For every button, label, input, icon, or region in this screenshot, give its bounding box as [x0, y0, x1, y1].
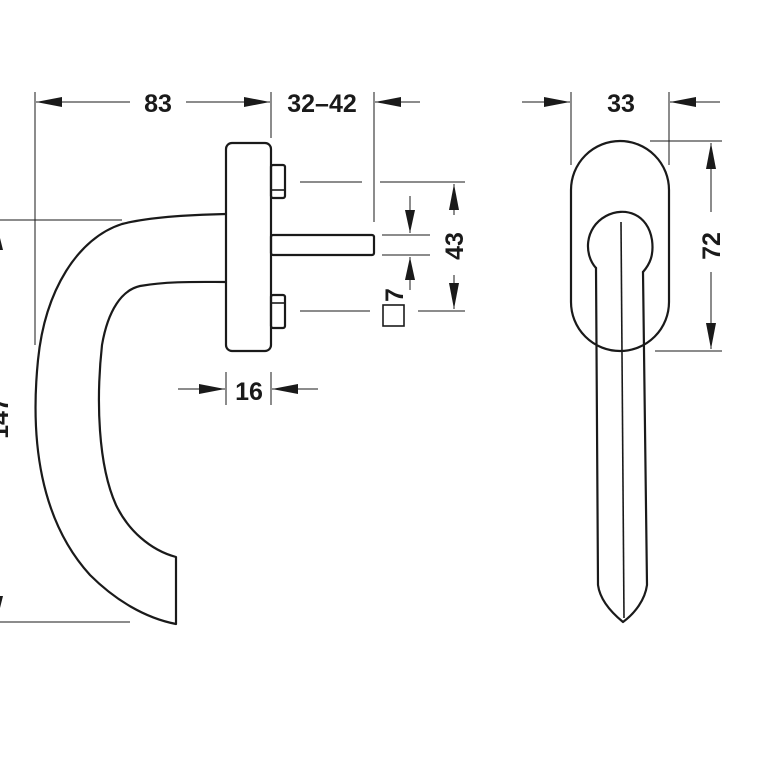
label-16: 16	[235, 378, 263, 406]
lever-hub	[586, 210, 654, 274]
label-7: 7	[381, 288, 409, 302]
handle-lever-front	[594, 266, 649, 624]
dimension-72: 72	[650, 140, 726, 352]
dimension-square-7: 7	[381, 196, 430, 327]
side-view	[34, 141, 376, 626]
label-72: 72	[698, 232, 726, 260]
dimension-83: 83	[34, 90, 272, 345]
label-33: 33	[607, 90, 635, 118]
rosette-plate-side	[224, 141, 273, 353]
square-spindle	[269, 233, 376, 257]
square-symbol-icon	[382, 304, 405, 327]
label-83: 83	[144, 90, 172, 118]
lever-highlight	[620, 221, 625, 619]
dimension-16: 16	[178, 372, 318, 406]
dimension-147: 147	[0, 219, 130, 623]
front-view	[569, 139, 671, 624]
screw-top	[269, 163, 287, 200]
screw-bottom	[269, 293, 287, 330]
handle-lever-side	[34, 212, 228, 626]
dimension-32-42: 32–42	[287, 90, 420, 222]
dimension-33: 33	[522, 90, 720, 165]
dimension-43: 43	[300, 181, 469, 312]
label-32-42: 32–42	[287, 90, 357, 118]
label-147: 147	[0, 397, 14, 439]
rosette-front	[569, 139, 671, 353]
label-43: 43	[441, 232, 469, 260]
